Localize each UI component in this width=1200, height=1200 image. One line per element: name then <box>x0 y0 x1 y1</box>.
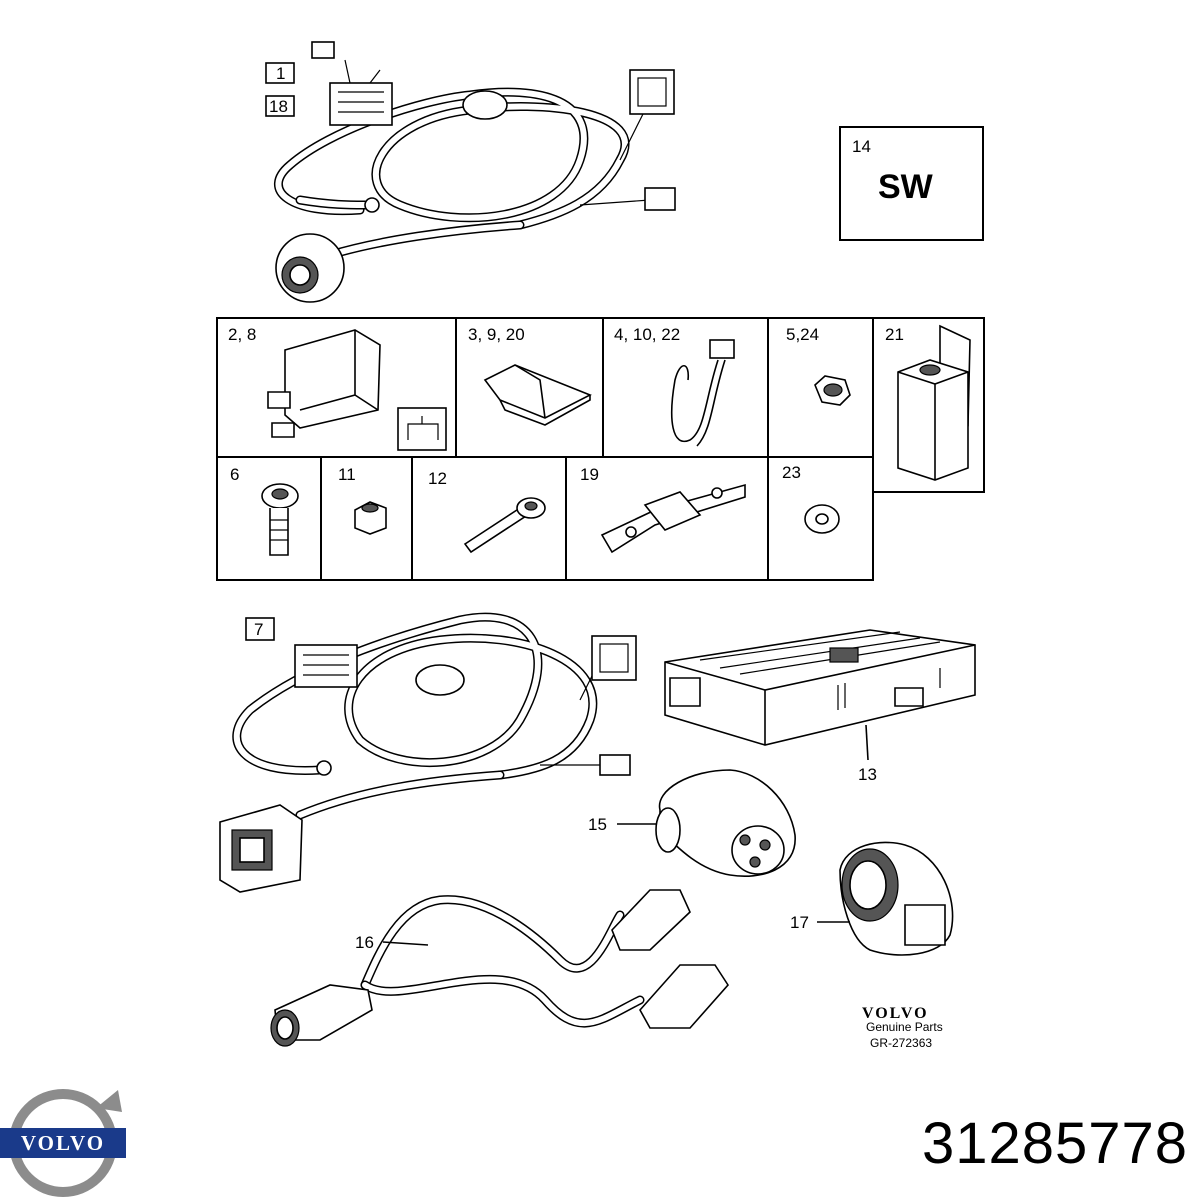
label-box-18 <box>265 95 295 117</box>
parts-grid: 2, 8 3, 9, 20 4, 10, 22 5,24 21 6 11 <box>216 317 985 581</box>
cable-tie <box>670 359 719 443</box>
connector-d <box>294 644 358 688</box>
fuse-part <box>483 364 592 419</box>
small-plug <box>644 187 676 211</box>
cell-label-21: 21 <box>885 325 904 344</box>
label-box-1 <box>265 62 295 84</box>
cell-label-19: 19 <box>580 465 599 484</box>
volvo-logo: VOLVO <box>0 1089 126 1197</box>
control-module-13: 13 <box>664 629 976 784</box>
caption-genuine: Genuine Parts <box>866 1020 943 1034</box>
relay-symbol <box>397 407 447 451</box>
cell-label-5-24: 5,24 <box>786 325 819 344</box>
wiring-harness-bottom: 7 <box>219 612 637 893</box>
connector-b <box>329 82 393 126</box>
screw-12 <box>463 506 528 554</box>
cell-label-3-9-20: 3, 9, 20 <box>468 325 525 344</box>
cell-label-12: 12 <box>428 469 447 488</box>
part-number: 31285778 <box>921 1111 1188 1176</box>
adapter-cable-16: 16 <box>270 889 730 1047</box>
cell-label-2-8: 2, 8 <box>228 325 256 344</box>
ring-terminal-bottom <box>316 760 332 776</box>
label-1: 1 <box>276 64 285 83</box>
volvo-logo-text: VOLVO <box>21 1131 105 1155</box>
sw-text: SW <box>878 168 934 206</box>
cell-label-6: 6 <box>230 465 239 484</box>
wiring-harness-top: 1 18 <box>265 41 676 303</box>
label-18: 18 <box>269 97 288 116</box>
caption-gr-number: GR-272363 <box>870 1036 932 1050</box>
socket-17: 17 <box>790 841 954 956</box>
cell-label-11: 11 <box>338 465 356 484</box>
genuine-parts-caption: VOLVO Genuine Parts GR-272363 <box>862 1005 943 1050</box>
connector-c <box>591 635 637 681</box>
label-15: 15 <box>588 815 607 834</box>
caption-logo: VOLVO <box>862 1005 929 1022</box>
relay-21 <box>897 359 969 481</box>
cell-label-23: 23 <box>782 463 801 482</box>
label-14: 14 <box>852 137 871 156</box>
label-16: 16 <box>355 933 374 952</box>
ring-terminal <box>364 197 380 213</box>
label-13: 13 <box>858 765 877 784</box>
software-box: 14 SW <box>839 126 984 241</box>
label-17: 17 <box>790 913 809 932</box>
adapter-15: 15 <box>588 769 796 877</box>
grommet-bottom <box>415 664 465 696</box>
label-7: 7 <box>254 620 263 639</box>
grommet <box>462 90 508 120</box>
cell-label-4-10-22: 4, 10, 22 <box>614 325 680 344</box>
connector-a <box>629 69 675 115</box>
relay-part <box>284 329 381 429</box>
small-plug-bottom <box>599 754 631 776</box>
